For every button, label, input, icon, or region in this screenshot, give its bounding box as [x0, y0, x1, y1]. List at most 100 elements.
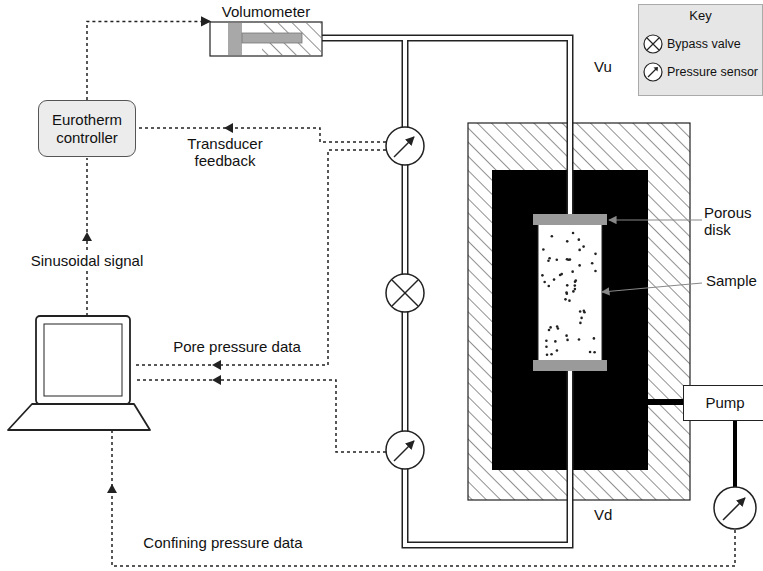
pressure-sensor: [386, 127, 424, 165]
grain-dot: [566, 339, 569, 342]
valve-symbol: [642, 33, 664, 55]
symbol-cross: [647, 38, 659, 50]
arrowhead: [82, 232, 92, 241]
grain-dot: [551, 235, 554, 238]
signal-label: Transducer feedback: [176, 135, 274, 170]
grain-dot: [553, 278, 556, 281]
grain-dot: [582, 245, 585, 248]
grain-dot: [550, 353, 553, 356]
symbol-circle: [644, 35, 662, 53]
grain-dot: [574, 288, 577, 291]
pore-data-line: [134, 380, 386, 452]
laptop-display: [44, 324, 122, 396]
grain-dot: [580, 317, 583, 320]
grain-dot: [566, 284, 569, 287]
grain-dot: [565, 291, 568, 294]
symbol-arrowhead: [654, 67, 659, 72]
grain-dot: [593, 351, 596, 354]
volumometer-label: Volumometer: [210, 0, 322, 28]
grain-dot: [583, 309, 586, 312]
volumometer-cylinder: [210, 22, 322, 56]
pressure-sensor: [386, 431, 424, 469]
node-text: Pump: [705, 394, 744, 411]
grain-dot: [566, 240, 569, 243]
legend-title: Key: [640, 9, 761, 24]
callout-label: Sample: [706, 272, 760, 289]
grain-dot: [547, 259, 550, 262]
legend-row: Bypass valve: [642, 33, 741, 55]
grain-dot: [554, 340, 557, 343]
grain-dot: [578, 238, 581, 241]
grain-dot: [594, 253, 597, 256]
legend-row: Pressure sensor: [642, 61, 758, 83]
grain-dot: [594, 270, 597, 273]
upstream-pipe-bore: [322, 38, 570, 214]
porous-disk: [533, 214, 607, 225]
grain-dot: [579, 310, 582, 313]
grain-dot: [578, 249, 581, 252]
node-text: Eurotherm controller: [45, 111, 129, 146]
grain-dot: [567, 258, 570, 261]
signal-label: Sinusoidal signal: [22, 252, 152, 269]
confining-data-line: [112, 431, 735, 566]
arrowhead: [107, 484, 117, 493]
arrowhead: [224, 123, 233, 133]
grain-dot: [564, 298, 567, 301]
upstream-pipe: [322, 38, 570, 214]
grain-dot: [546, 354, 549, 357]
grain-dot: [549, 326, 552, 329]
arrowhead: [212, 375, 221, 385]
grain-dot: [568, 299, 571, 302]
leader-line: [609, 219, 702, 220]
grain-dot: [593, 337, 596, 340]
volume-label: Vd: [594, 506, 634, 523]
leader-line: [602, 283, 702, 292]
pump-line: [648, 399, 684, 405]
grain-dot: [542, 248, 545, 251]
grain-dot: [572, 232, 575, 235]
porous-disk: [533, 360, 607, 371]
sensor-symbol: [642, 61, 664, 83]
signal-label: Pore pressure data: [152, 338, 322, 355]
pressure-sensor: [714, 487, 756, 529]
grain-dot: [543, 281, 546, 284]
legend-text: Bypass valve: [667, 37, 741, 51]
pump-line: [733, 420, 737, 487]
grain-dot: [589, 351, 592, 354]
grain-dot: [548, 329, 551, 332]
pore-data-line: [134, 150, 386, 365]
signal-arrowheads: [82, 123, 233, 493]
grain-dot: [565, 334, 568, 337]
volumometer-rod: [242, 33, 302, 43]
symbol-circle: [644, 63, 662, 81]
grain-dot: [574, 284, 577, 287]
grain-dot: [545, 339, 548, 342]
legend-text: Pressure sensor: [667, 65, 758, 79]
grain-dot: [572, 290, 575, 293]
volumometer-piston: [228, 23, 242, 55]
callout-label: Porous disk: [704, 204, 760, 239]
grain-dot: [591, 262, 594, 265]
grain-dot: [556, 349, 559, 352]
bypass-valve: [386, 274, 424, 312]
grain-dot: [548, 257, 551, 260]
signal-lines: [87, 128, 735, 566]
grain-dot: [571, 270, 574, 273]
pipes: [322, 38, 570, 545]
grain-dot: [541, 274, 544, 277]
arrowhead: [212, 360, 221, 370]
symbol-arrow: [648, 68, 657, 77]
laptop-base: [8, 404, 150, 430]
laptop-screen: [36, 316, 130, 404]
grain-dot: [578, 338, 581, 341]
grain-dot: [545, 345, 548, 348]
signal-label: Confining pressure data: [118, 534, 328, 551]
grain-dot: [547, 285, 550, 288]
pump-box: Pump: [683, 385, 763, 421]
vessel-wall: [468, 123, 690, 500]
sample-grains: [541, 232, 597, 356]
volume-label: Vu: [594, 58, 634, 75]
grain-dot: [556, 325, 559, 328]
grain-dot: [578, 264, 581, 267]
